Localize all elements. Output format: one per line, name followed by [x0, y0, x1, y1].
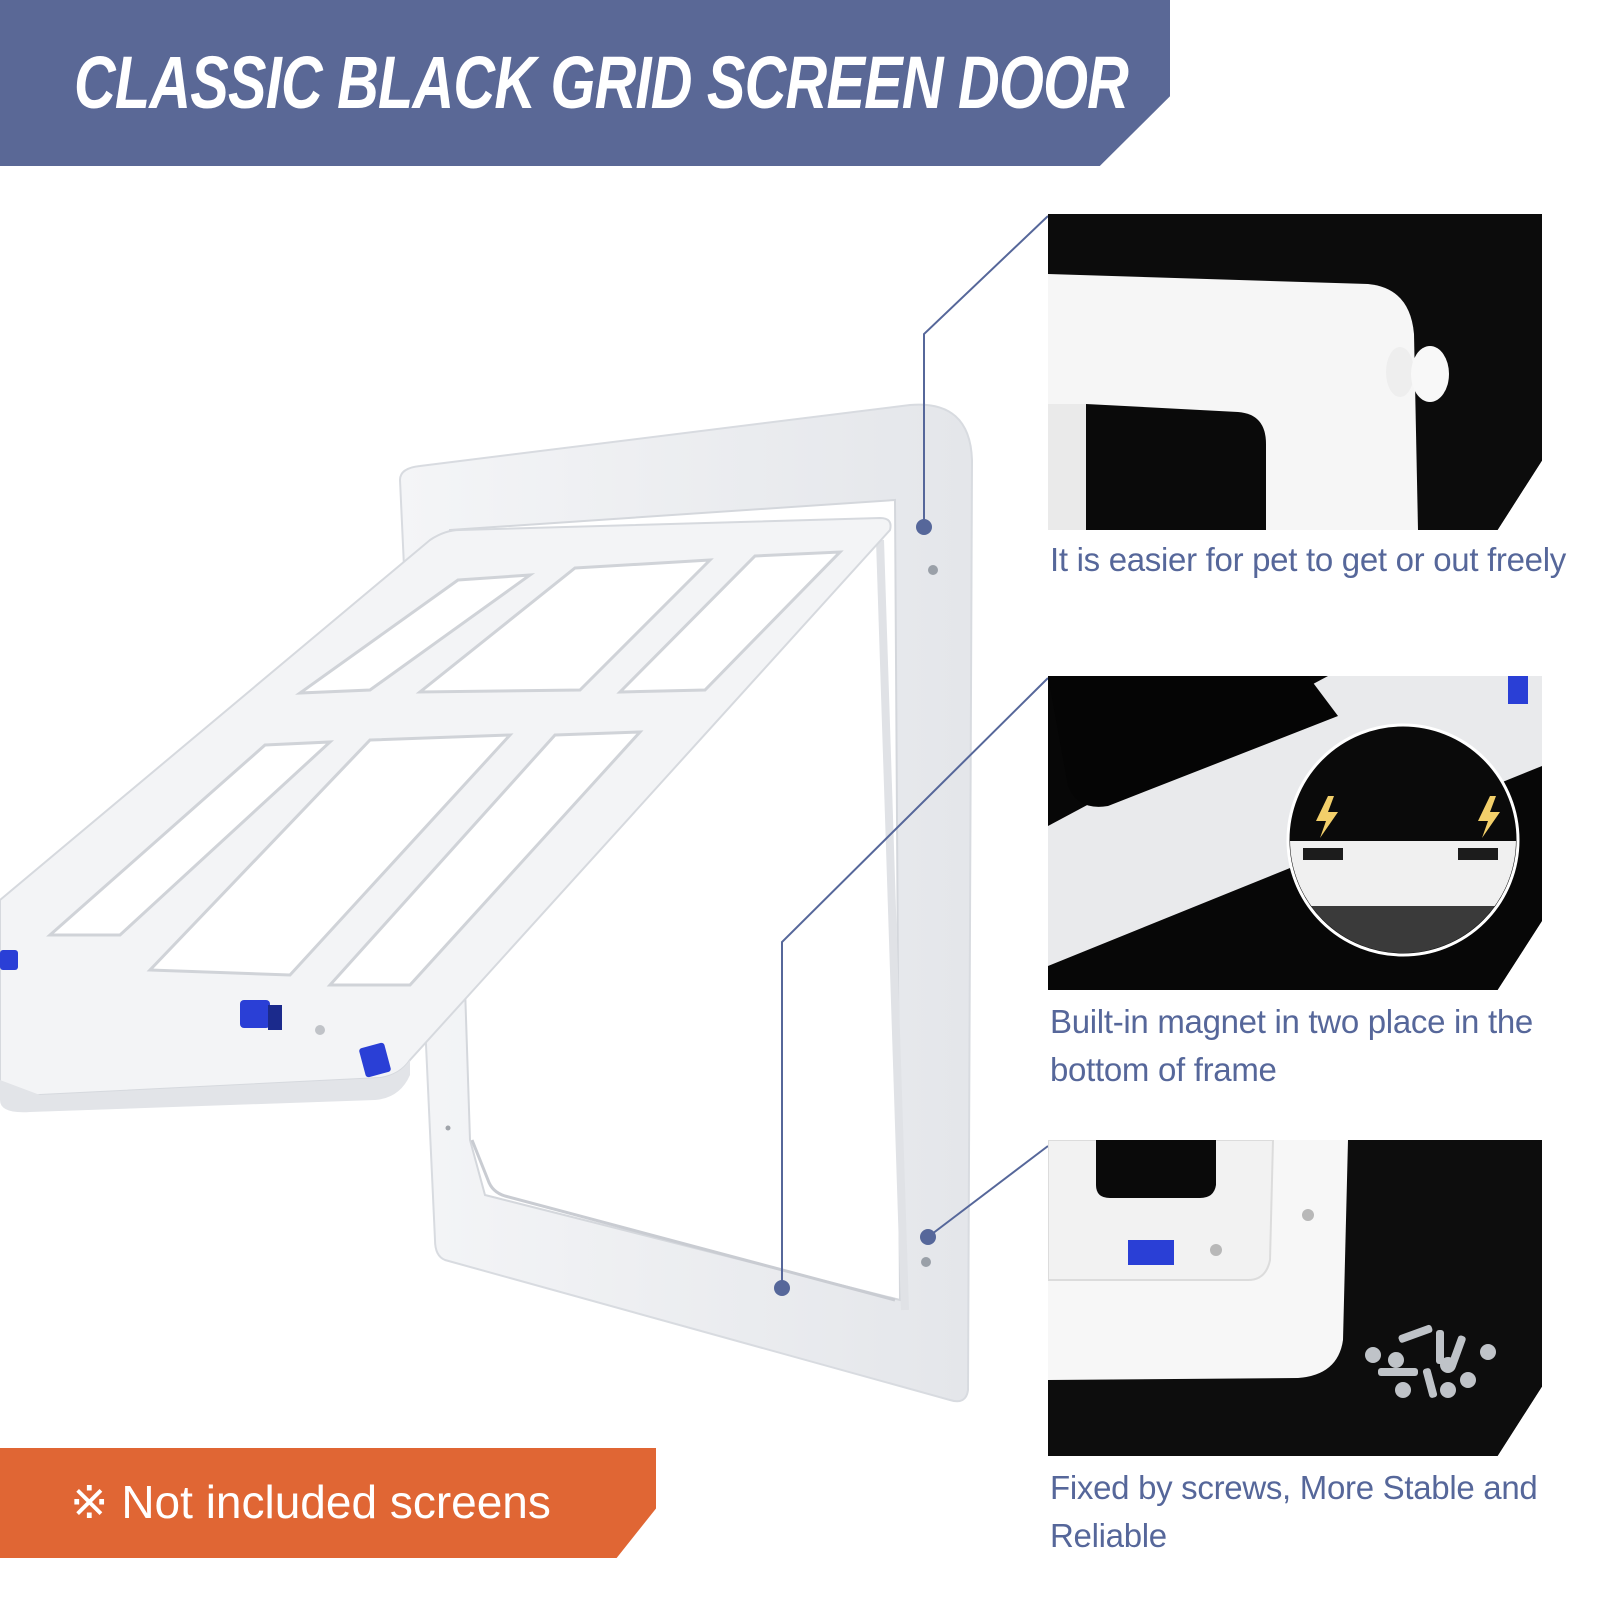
lightning-icon — [1316, 796, 1338, 838]
lightning-icon — [1478, 796, 1500, 838]
feature-caption-magnet: Built-in magnet in two place in the bott… — [1050, 1003, 1533, 1088]
feature-caption-easy-access: It is easier for pet to get or out freel… — [1050, 541, 1566, 578]
header-banner — [0, 0, 1170, 166]
feature-caption-screws: Fixed by screws, More Stable and Reliabl… — [1050, 1469, 1538, 1554]
feature-image-magnet — [1048, 676, 1542, 990]
screws-illustration — [1048, 1140, 1542, 1456]
product-image — [0, 403, 974, 1403]
note-banner — [0, 1448, 656, 1558]
feature-image-screws — [1048, 1140, 1542, 1456]
magnet-illustration — [1048, 676, 1542, 990]
note-label: Not included screens — [121, 1476, 551, 1528]
reference-mark-icon: ※ — [70, 1476, 109, 1528]
latch — [1128, 1240, 1174, 1265]
frame-corner-illustration — [1048, 214, 1542, 530]
page-title: CLASSIC BLACK GRID SCREEN DOOR — [74, 41, 1129, 124]
feature-image-frame-corner — [1048, 214, 1542, 530]
latch — [240, 1000, 270, 1028]
note-text: ※ Not included screens — [70, 1474, 551, 1530]
